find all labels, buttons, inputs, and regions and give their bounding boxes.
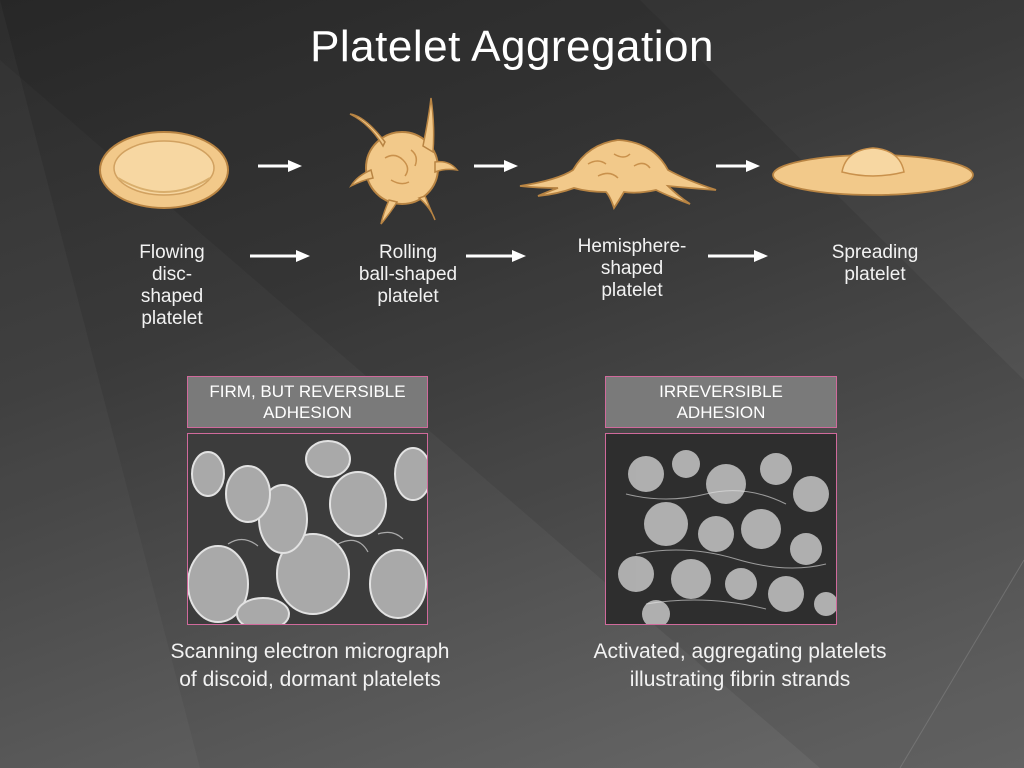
hemisphere-platelet-illustration (519, 139, 717, 210)
activated-platelets-micrograph (605, 433, 837, 625)
dormant-platelets-micrograph (187, 433, 428, 625)
arrow-icon (258, 160, 302, 172)
spreading-platelet-illustration (772, 147, 974, 196)
ball-platelet-illustration (349, 97, 459, 225)
arrow-icon (716, 160, 760, 172)
arrow-icon (708, 250, 768, 262)
disc-platelet-illustration (99, 131, 229, 209)
arrow-icon (474, 160, 518, 172)
arrow-icon (250, 250, 310, 262)
slide-title: Platelet Aggregation (310, 22, 714, 71)
arrow-icon (466, 250, 526, 262)
